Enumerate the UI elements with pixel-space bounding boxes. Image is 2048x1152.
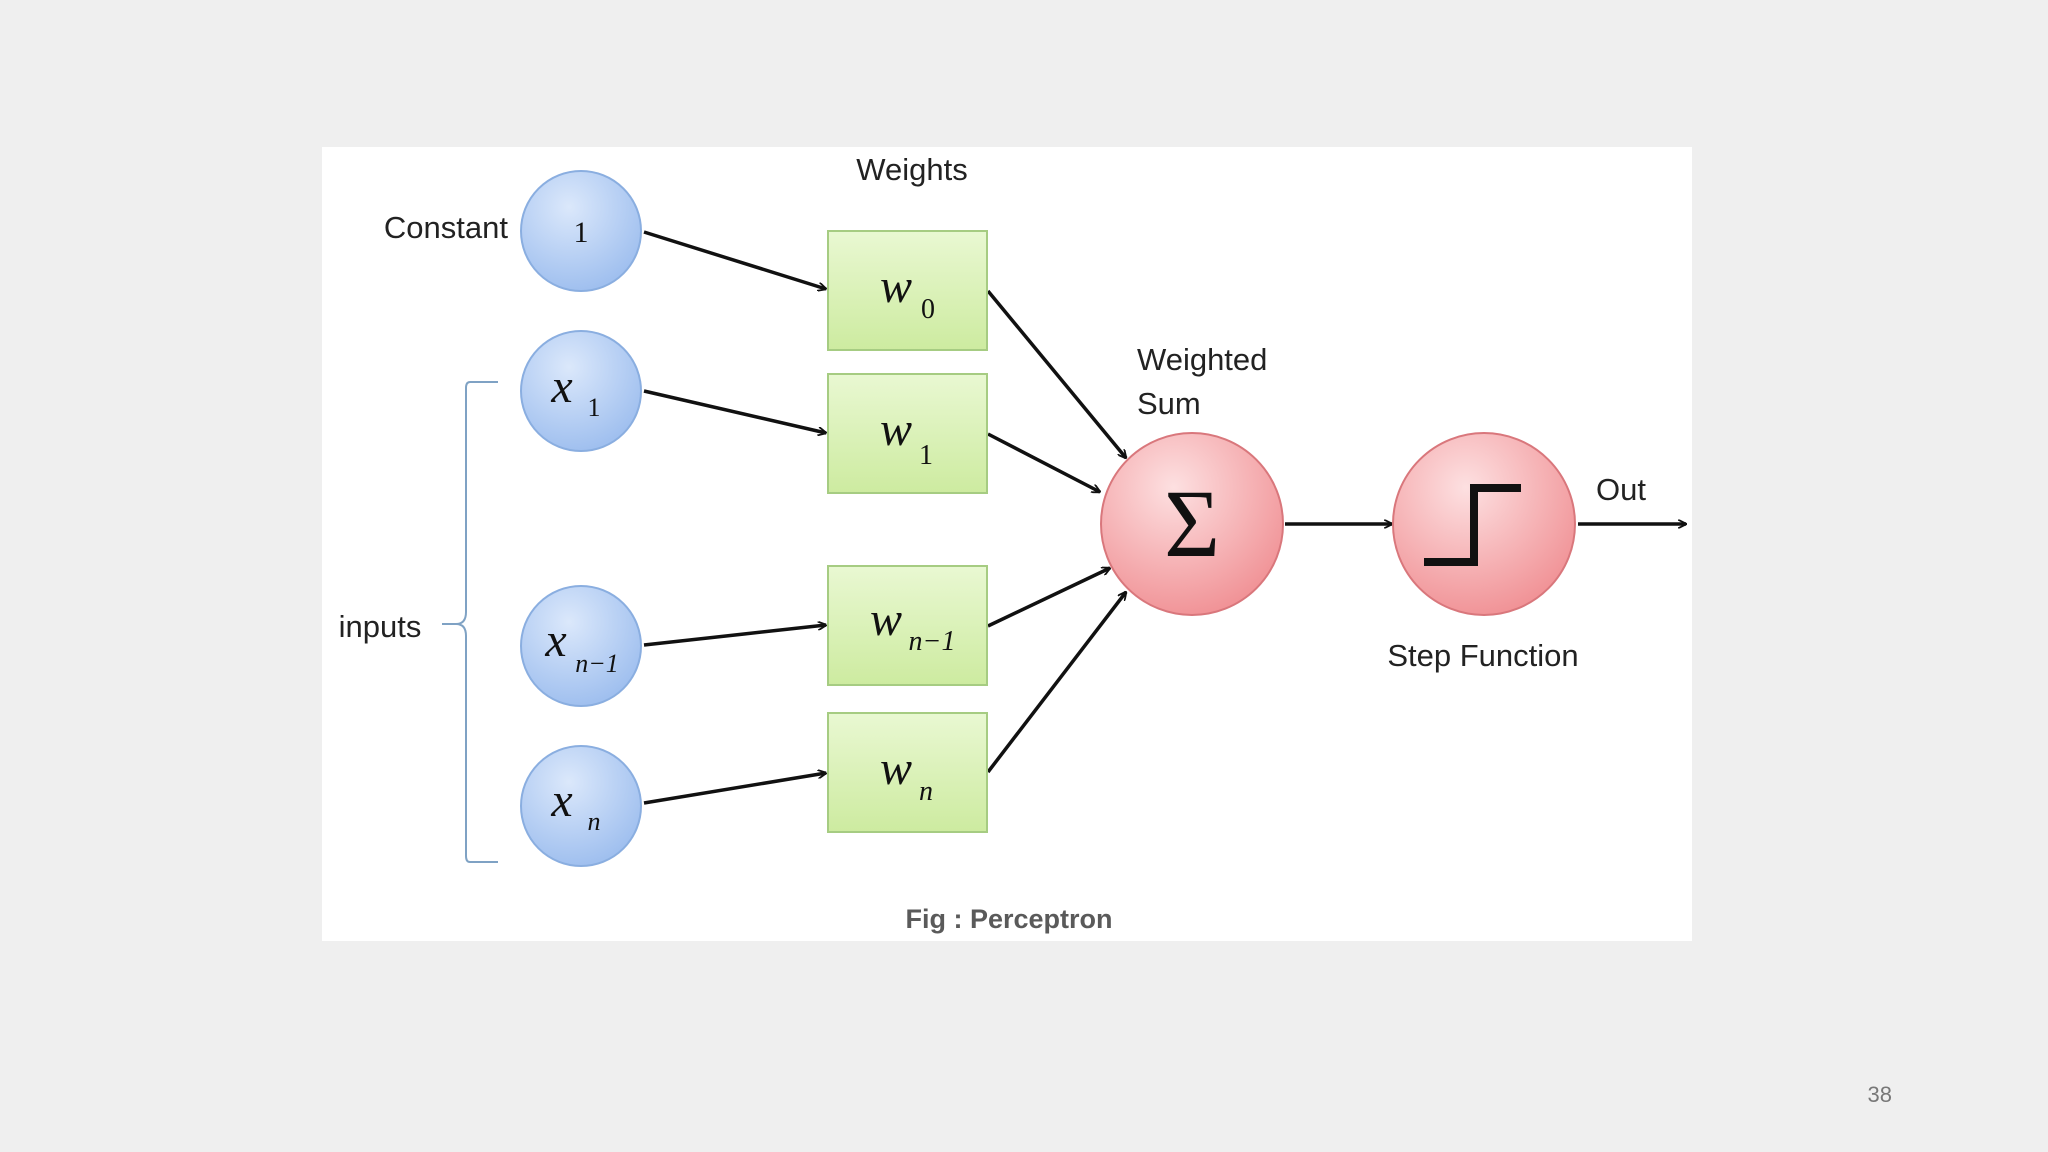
- input-node-label: 1: [574, 216, 589, 249]
- weight-node-wn: w n: [827, 712, 988, 833]
- figure-caption: Fig : Perceptron: [905, 904, 1112, 934]
- input-node-x1: x 1: [520, 330, 642, 452]
- constant-label: Constant: [384, 210, 508, 245]
- weight-node-symbol: w: [880, 260, 912, 313]
- weight-node-symbol: w: [880, 403, 912, 456]
- inputs-brace: [442, 381, 498, 863]
- arrow-weight-0-to-sum: [986, 289, 1126, 458]
- weight-node-w1: w 1: [827, 373, 988, 494]
- arrow-input-1-to-weight-1: [643, 389, 826, 433]
- step-function-icon: [1424, 484, 1521, 566]
- input-node-symbol: x: [544, 614, 566, 667]
- weight-node-w0: w 0: [827, 230, 988, 351]
- arrow-weight-3-to-sum: [986, 592, 1126, 774]
- weight-node-wn-1: w n−1: [827, 565, 988, 686]
- input-node-symbol: x: [550, 774, 572, 827]
- input-node-xn-1: x n−1: [520, 585, 642, 707]
- arrow-weight-1-to-sum: [987, 432, 1100, 494]
- weight-node-subscript: 0: [921, 294, 935, 325]
- weighted-sum-label-line2: Sum: [1137, 386, 1201, 421]
- arrow-input-2-to-weight-2: [643, 625, 826, 647]
- input-node-constant: 1: [520, 170, 642, 292]
- arrow-input-3-to-weight-3: [643, 773, 826, 805]
- input-node-xn: x n: [520, 745, 642, 867]
- weights-label: Weights: [856, 152, 967, 187]
- weighted-sum-node: Σ: [1100, 432, 1284, 616]
- weight-node-symbol: w: [870, 593, 902, 646]
- input-node-subscript: n−1: [575, 649, 619, 678]
- page-number: 38: [1867, 1082, 1892, 1107]
- input-node-subscript: 1: [588, 393, 601, 422]
- arrow-input-0-to-weight-0: [643, 230, 826, 289]
- input-node-symbol: x: [550, 360, 572, 413]
- weight-node-subscript: n−1: [909, 626, 956, 657]
- weight-node-subscript: n: [919, 776, 933, 807]
- weight-node-symbol: w: [880, 742, 912, 795]
- step-function-label: Step Function: [1387, 638, 1578, 673]
- inputs-label: inputs: [339, 609, 422, 644]
- sigma-icon: Σ: [1164, 470, 1220, 577]
- out-label: Out: [1596, 472, 1646, 507]
- weight-node-subscript: 1: [919, 440, 933, 471]
- weighted-sum-label-line1: Weighted: [1137, 342, 1267, 377]
- arrow-weight-2-to-sum: [987, 566, 1110, 628]
- step-function-node: [1392, 432, 1576, 616]
- input-node-subscript: n: [588, 807, 601, 836]
